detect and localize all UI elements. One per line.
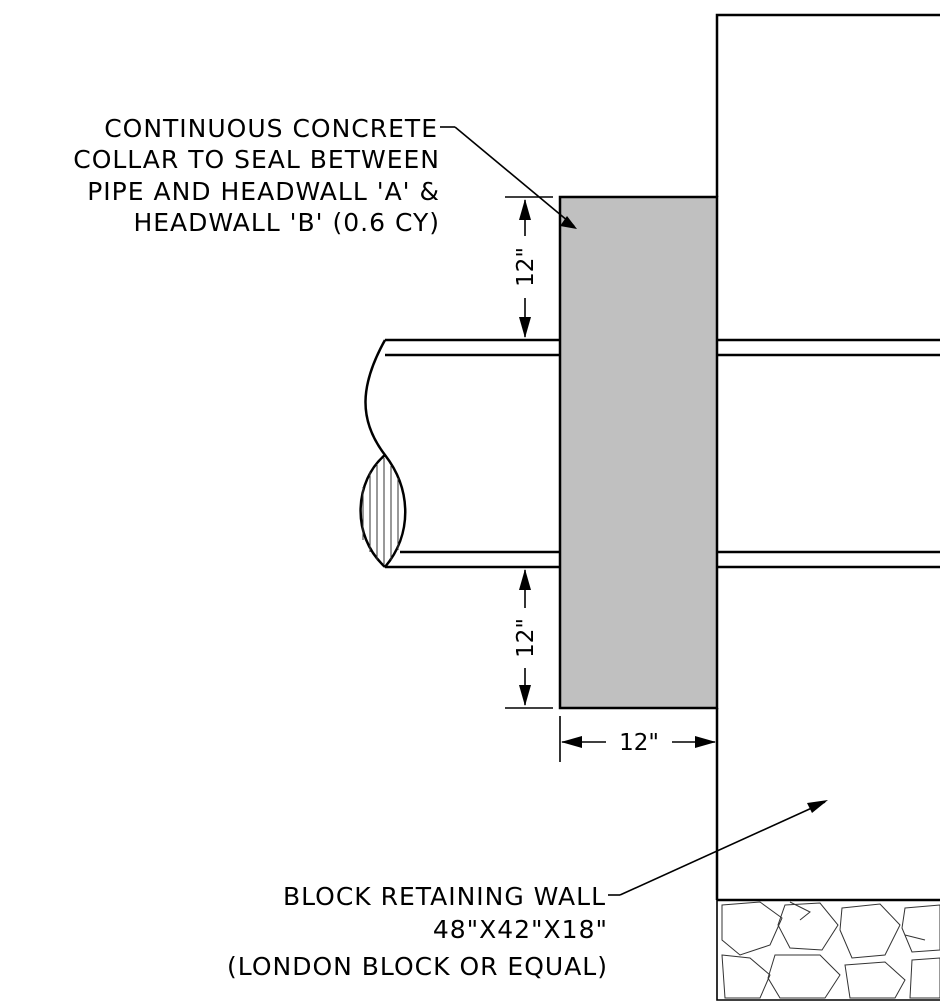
pipe-right xyxy=(717,338,940,569)
dimension-bottom-label: 12" xyxy=(513,618,539,658)
wall-leader xyxy=(608,800,828,896)
extension-lines xyxy=(505,196,718,762)
collar-callout-line-1: CONTINUOUS CONCRETE xyxy=(104,114,438,143)
dimension-top xyxy=(519,199,531,338)
pipe-break-symbol xyxy=(359,339,407,568)
dimension-width xyxy=(561,736,716,748)
dimension-top-label: 12" xyxy=(513,247,539,287)
concrete-collar xyxy=(558,195,719,710)
headwall xyxy=(715,13,940,902)
dimension-width-label: 12" xyxy=(619,730,659,756)
dimension-bottom xyxy=(519,569,531,706)
pipe-left xyxy=(385,338,560,569)
collar-callout: CONTINUOUS CONCRETE COLLAR TO SEAL BETWE… xyxy=(73,114,440,237)
wall-callout-line-2: 48"X42"X18" xyxy=(433,915,608,944)
collar-callout-line-3: PIPE AND HEADWALL 'A' & xyxy=(87,177,440,206)
collar-callout-line-4: HEADWALL 'B' (0.6 CY) xyxy=(133,208,440,237)
stone-footing xyxy=(716,900,940,1001)
collar-leader xyxy=(440,126,577,229)
wall-callout-line-3: (LONDON BLOCK OR EQUAL) xyxy=(227,952,608,981)
wall-callout-line-1: BLOCK RETAINING WALL xyxy=(283,882,606,911)
collar-callout-line-2: COLLAR TO SEAL BETWEEN xyxy=(73,145,440,174)
wall-callout: BLOCK RETAINING WALL 48"X42"X18" (LONDON… xyxy=(227,882,608,981)
